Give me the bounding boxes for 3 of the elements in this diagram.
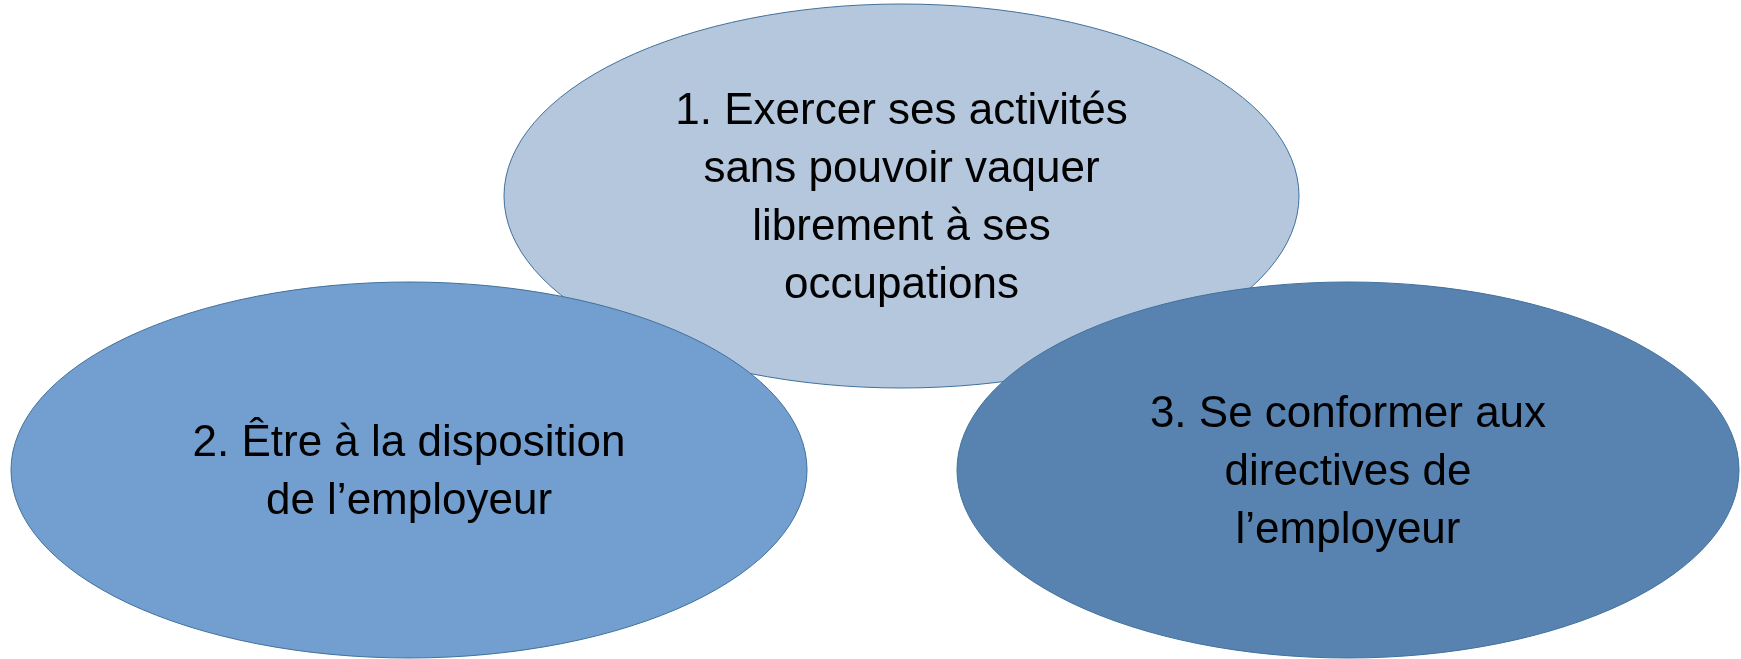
ellipse-label: 3. Se conformer aux directives de l’employeur [1148, 386, 1548, 554]
ellipse-label: 2. Être à la disposition de l’employeur [191, 415, 627, 525]
ellipse-label: 1. Exercer ses activités sans pouvoir vaquer librement à ses occupations [674, 83, 1129, 309]
